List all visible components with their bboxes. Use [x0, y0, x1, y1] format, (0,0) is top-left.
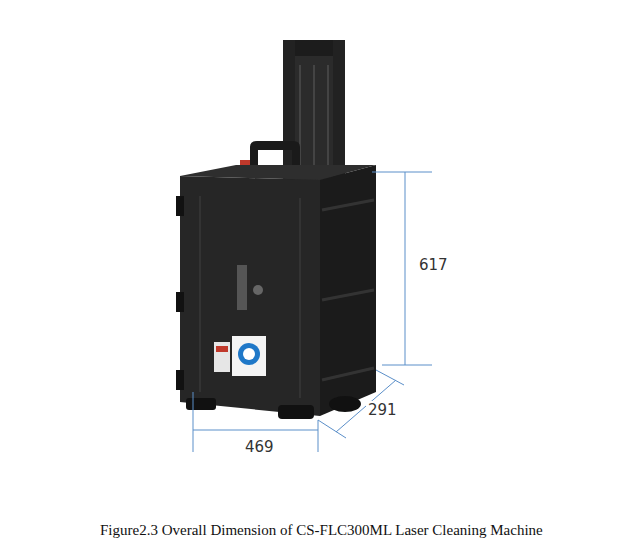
figure-caption: Figure2.3 Overall Dimension of CS-FLC300… — [100, 521, 543, 539]
case-body — [176, 165, 376, 419]
carry-handle — [240, 141, 300, 168]
dimension-value: 291 — [366, 401, 399, 419]
dimension-value: 617 — [417, 256, 450, 274]
dimension-value: 469 — [243, 438, 276, 456]
dimension-lines — [193, 172, 432, 452]
